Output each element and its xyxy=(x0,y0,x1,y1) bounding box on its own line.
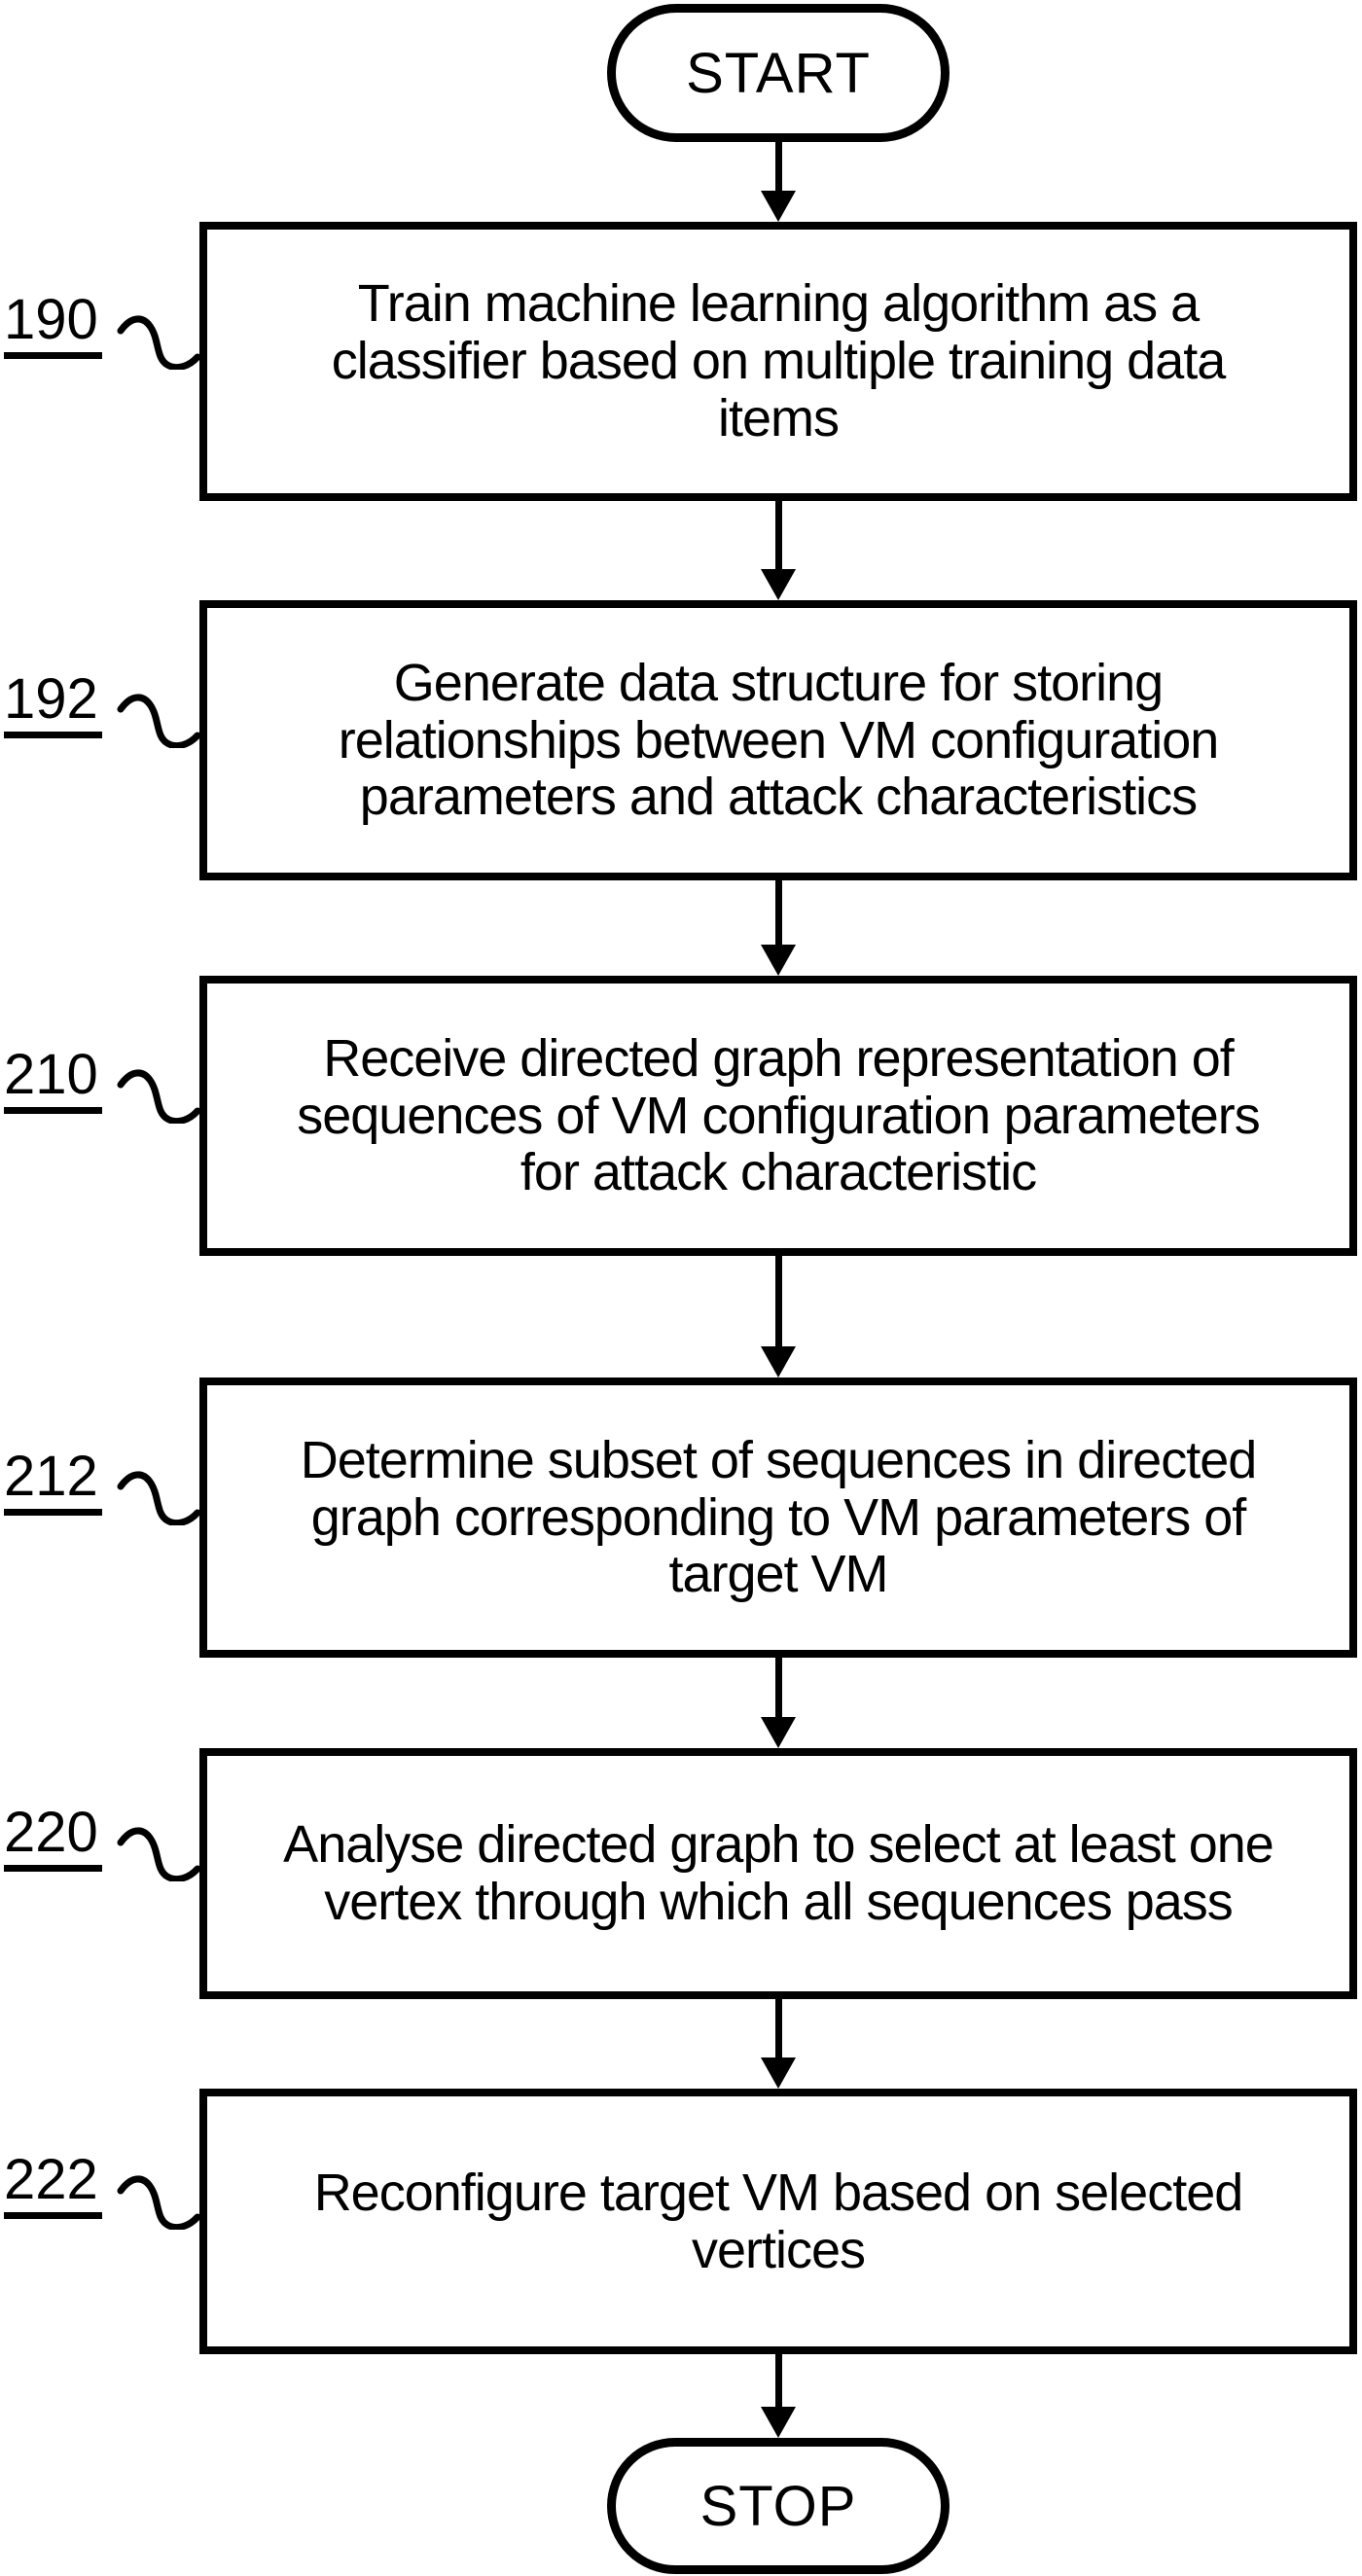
flow-line-222-stop xyxy=(775,2354,782,2409)
step-text-line: target VM xyxy=(668,1545,888,1604)
step-text-line: Analyse directed graph to select at leas… xyxy=(283,1815,1274,1875)
step-text-line: Train machine learning algorithm as a xyxy=(357,274,1200,334)
process-box-212: Determine subset of sequences in directe… xyxy=(199,1377,1357,1658)
leader-squiggle-192 xyxy=(117,694,200,748)
step-text-line: items xyxy=(717,388,840,447)
flow-line-220-222 xyxy=(775,1999,782,2059)
arrowhead-icon xyxy=(761,1346,796,1377)
leader-squiggle-220 xyxy=(117,1827,200,1881)
step-text-line: vertices xyxy=(691,2220,866,2279)
step-text-line: Reconfigure target VM based on selected xyxy=(313,2163,1244,2222)
step-text-line: Receive directed graph representation of xyxy=(323,1028,1235,1088)
reference-label-192: 192 xyxy=(4,671,102,738)
arrowhead-icon xyxy=(761,569,796,600)
leader-squiggle-222 xyxy=(117,2175,200,2230)
stop-terminator: STOP xyxy=(607,2438,950,2574)
arrowhead-icon xyxy=(761,1717,796,1748)
start-terminator: START xyxy=(607,4,950,142)
arrowhead-icon xyxy=(761,945,796,976)
step-text-line: graph corresponding to VM parameters of xyxy=(310,1487,1247,1547)
step-text-line: classifier based on multiple training da… xyxy=(331,332,1227,391)
arrowhead-icon xyxy=(761,2407,796,2438)
process-box-190: Train machine learning algorithm as a cl… xyxy=(199,222,1357,501)
step-text-line: sequences of VM configuration parameters xyxy=(297,1086,1261,1145)
step-text-line: parameters and attack characteristics xyxy=(359,768,1198,827)
flow-line-192-210 xyxy=(775,880,782,947)
step-text-line: Determine subset of sequences in directe… xyxy=(300,1430,1258,1489)
reference-label-220: 220 xyxy=(4,1805,102,1872)
flow-line-212-220 xyxy=(775,1658,782,1719)
leader-squiggle-190 xyxy=(117,315,200,370)
reference-label-190: 190 xyxy=(4,292,102,359)
step-text-line: vertex through which all sequences pass xyxy=(324,1873,1234,1931)
process-box-222: Reconfigure target VM based on selected … xyxy=(199,2089,1357,2354)
leader-squiggle-210 xyxy=(117,1069,200,1124)
arrowhead-icon xyxy=(761,2057,796,2089)
process-box-210: Receive directed graph representation of… xyxy=(199,976,1357,1256)
step-text-line: relationships between VM configuration xyxy=(338,710,1220,769)
leader-squiggle-212 xyxy=(117,1471,200,1525)
step-text-line: for attack characteristic xyxy=(520,1143,1037,1202)
reference-label-222: 222 xyxy=(4,2152,102,2219)
stop-label: STOP xyxy=(699,2474,857,2538)
flow-line-210-212 xyxy=(775,1256,782,1346)
process-box-192: Generate data structure for storing rela… xyxy=(199,600,1357,880)
reference-label-210: 210 xyxy=(4,1047,102,1114)
arrowhead-icon xyxy=(761,191,796,222)
process-box-220: Analyse directed graph to select at leas… xyxy=(199,1748,1357,1999)
reference-label-212: 212 xyxy=(4,1449,102,1516)
step-text-line: Generate data structure for storing xyxy=(393,653,1164,712)
flow-line-190-192 xyxy=(775,501,782,571)
flow-line-start-190 xyxy=(775,142,782,193)
start-label: START xyxy=(686,41,871,105)
